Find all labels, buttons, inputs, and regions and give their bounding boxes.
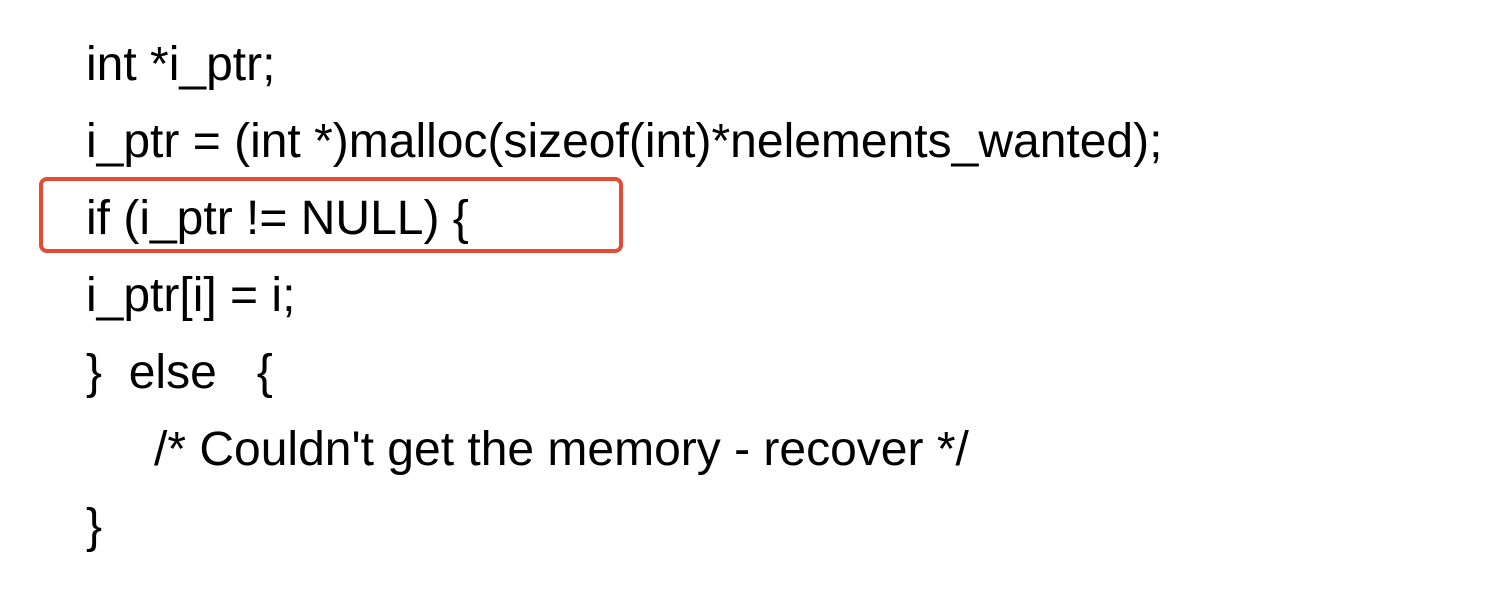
code-line-null-check: if (i_ptr != NULL) { [86, 192, 469, 245]
code-line-assignment: i_ptr[i] = i; [86, 269, 296, 322]
code-block: int *i_ptr; i_ptr = (int *)malloc(sizeof… [86, 30, 1466, 569]
code-line-closing-brace: } [86, 500, 103, 553]
code-line-comment: /* Couldn't get the memory - recover */ [154, 423, 969, 476]
code-line-malloc: i_ptr = (int *)malloc(sizeof(int)*neleme… [86, 115, 1163, 168]
code-line-else: } else { [86, 346, 273, 399]
code-line-declaration: int *i_ptr; [86, 38, 276, 91]
